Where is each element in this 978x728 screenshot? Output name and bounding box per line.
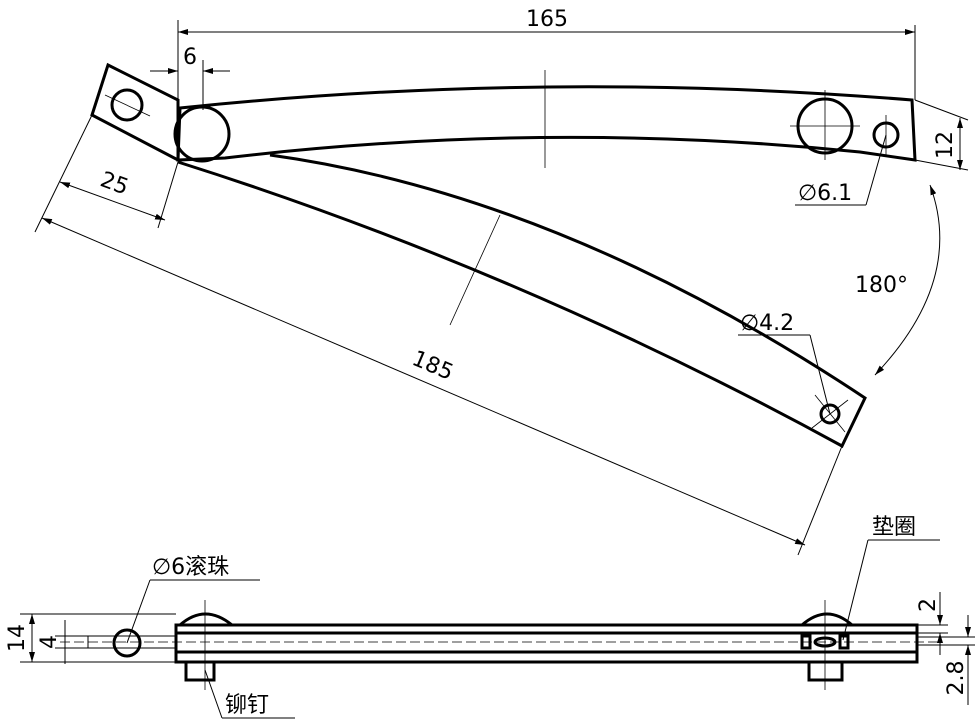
ball-circle (112, 628, 142, 658)
pivot-rivet-circle (173, 105, 231, 163)
hole-small (819, 403, 841, 425)
dim-25: 25 (97, 167, 132, 200)
upper-arm (173, 70, 917, 168)
hole-short-plate (110, 88, 144, 122)
rivet-head-left (179, 612, 233, 627)
rotation-arrow (874, 184, 941, 376)
rivet-head-right (801, 612, 853, 627)
dim-hole-4-2: ∅4.2 (740, 311, 794, 336)
callout-washer: 垫圈 (872, 515, 916, 540)
rivet-tail-right (807, 660, 844, 682)
dim-2-8: 2.8 (944, 661, 969, 696)
dim-185: 185 (408, 346, 456, 385)
dim-hole-6-1: ∅6.1 (798, 181, 852, 206)
side-view: 14 4 2 2.8 ∅6滚珠 垫圈 铆钉 (5, 515, 975, 719)
dim-6: 6 (183, 45, 197, 70)
dim-14: 14 (5, 624, 30, 652)
dim-165: 165 (526, 7, 568, 32)
callout-ball: ∅6滚珠 (152, 555, 229, 580)
dim-2: 2 (916, 598, 941, 612)
rivet-tail-left (184, 660, 216, 682)
short-plate (90, 62, 180, 163)
lower-arm (177, 153, 867, 449)
dim-4: 4 (37, 635, 62, 649)
dim-180-degrees: 180° (855, 273, 908, 298)
dim-12: 12 (933, 131, 958, 159)
callout-rivet: 铆钉 (225, 693, 269, 718)
